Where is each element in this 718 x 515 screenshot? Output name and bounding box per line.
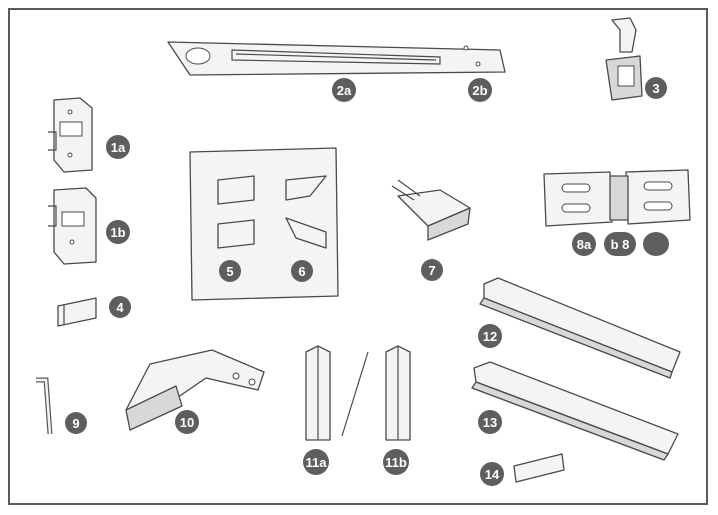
svg-text:9: 9 [72,416,79,431]
badge-13: 13 [478,410,502,434]
badge-11a: 11a [303,449,329,475]
badge-3: 3 [645,77,667,99]
badge-8-blank [643,232,669,256]
svg-text:13: 13 [483,415,497,430]
svg-text:8a: 8a [577,237,592,252]
part-3-clip [605,17,643,101]
svg-text:14: 14 [485,467,500,482]
svg-text:1a: 1a [111,140,126,155]
svg-text:2b: 2b [472,83,487,98]
part-11b-rail [385,345,411,441]
part-12-cover [479,277,681,379]
svg-text:11b: 11b [385,455,407,470]
svg-text:7: 7 [428,263,435,278]
badge-8b: b 8 [604,232,636,256]
svg-text:12: 12 [483,329,497,344]
badge-8a: 8a [572,232,596,256]
part-4-strip [57,297,97,327]
svg-text:3: 3 [652,81,659,96]
part-11a-rail [305,345,331,441]
part-2-bag [167,41,506,76]
part-9-allen-key [36,377,53,435]
badge-4: 4 [109,296,131,318]
svg-text:6: 6 [298,264,305,279]
svg-text:4: 4 [116,300,124,315]
part-1b-plate [48,187,97,265]
badge-12: 12 [478,324,502,348]
svg-text:b 8: b 8 [611,237,630,252]
part-10-arm [125,349,265,431]
svg-text:1b: 1b [110,225,125,240]
badge-5: 5 [219,260,241,282]
badge-1a: 1a [106,135,130,159]
badge-9: 9 [65,412,87,434]
badge-7: 7 [421,259,443,281]
badge-6: 6 [291,260,313,282]
part-7-module [391,179,471,241]
divider-slash [341,351,369,437]
badge-14: 14 [480,462,504,486]
part-8-bracket [543,169,691,227]
badge-11b: 11b [383,449,409,475]
svg-text:10: 10 [180,415,194,430]
part-5-6-sheet [189,147,339,301]
part-1a-plate [48,97,93,173]
badge-10: 10 [175,410,199,434]
part-14-strip [513,453,565,483]
svg-text:11a: 11a [306,455,328,470]
part-13-cover [471,361,679,461]
badge-2a: 2a [332,78,356,102]
badge-1b: 1b [106,220,130,244]
svg-text:5: 5 [226,264,233,279]
badge-2b: 2b [468,78,492,102]
svg-text:2a: 2a [337,83,352,98]
